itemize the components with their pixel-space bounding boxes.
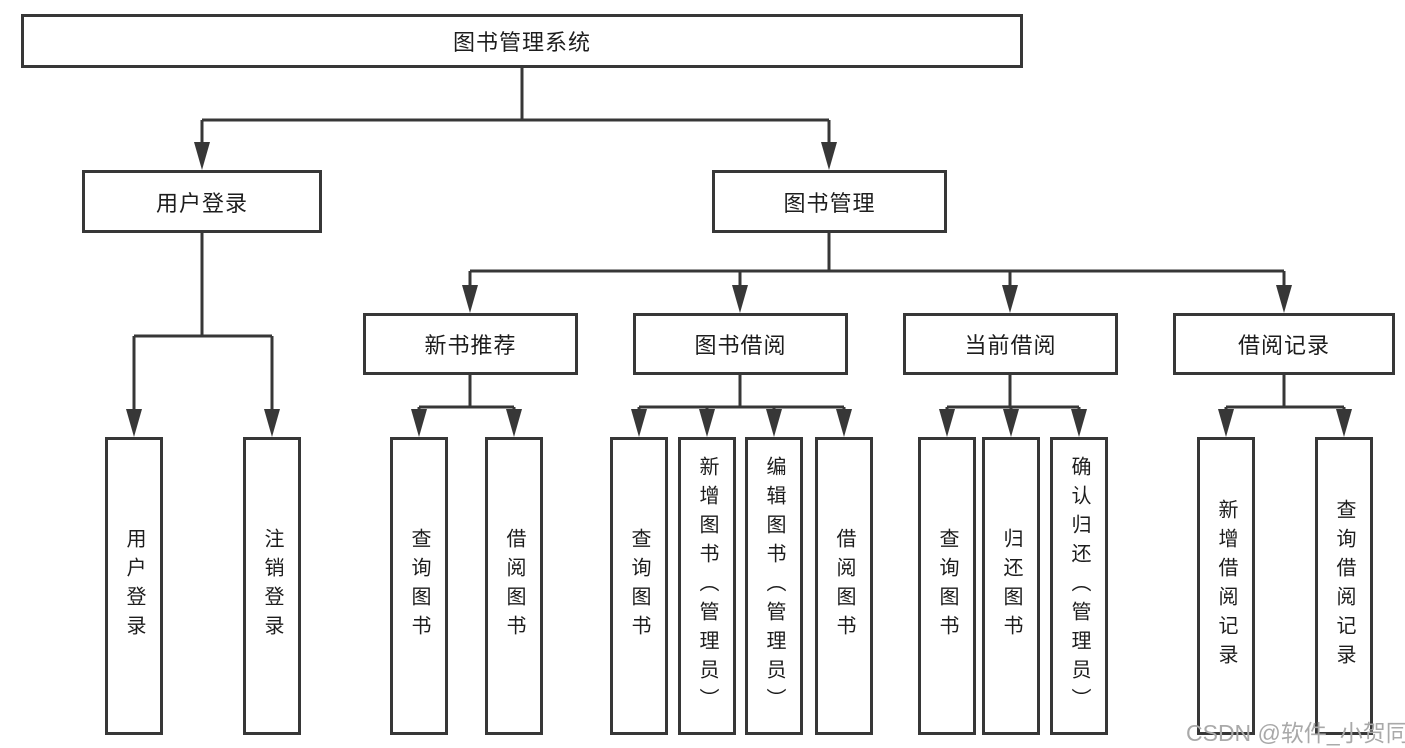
leaf-label: 查询借阅记录 <box>1333 499 1355 673</box>
leaf-br-add-record: 新增借阅记录 <box>1197 437 1255 735</box>
leaf-bb-query-books: 查询图书 <box>610 437 668 735</box>
node-current-borrowing: 当前借阅 <box>903 313 1118 375</box>
node-new-book-recommendation: 新书推荐 <box>363 313 578 375</box>
leaf-cb-return-books: 归还图书 <box>982 437 1040 735</box>
leaf-user-login: 用户登录 <box>105 437 163 735</box>
leaf-label: 借阅图书 <box>503 528 525 644</box>
leaf-label: 借阅图书 <box>833 528 855 644</box>
leaf-nb-borrow-books: 借阅图书 <box>485 437 543 735</box>
node-library-system: 图书管理系统 <box>21 14 1023 68</box>
node-borrowing-records: 借阅记录 <box>1173 313 1395 375</box>
leaf-logout: 注销登录 <box>243 437 301 735</box>
leaf-cb-query-books: 查询图书 <box>918 437 976 735</box>
leaf-label: 查询图书 <box>408 528 430 644</box>
node-user-login: 用户登录 <box>82 170 322 233</box>
node-book-management: 图书管理 <box>712 170 947 233</box>
leaf-br-query-record: 查询借阅记录 <box>1315 437 1373 735</box>
leaf-label: 用户登录 <box>123 528 145 644</box>
leaf-label: 查询图书 <box>628 528 650 644</box>
leaf-label: 新增图书（管理员） <box>696 455 718 717</box>
leaf-label: 查询图书 <box>936 528 958 644</box>
leaf-label: 编辑图书（管理员） <box>763 455 785 717</box>
leaf-label: 注销登录 <box>261 528 283 644</box>
leaf-label: 归还图书 <box>1000 528 1022 644</box>
leaf-bb-add-books-admin: 新增图书（管理员） <box>678 437 736 735</box>
node-book-borrowing: 图书借阅 <box>633 313 848 375</box>
leaf-nb-query-books: 查询图书 <box>390 437 448 735</box>
leaf-label: 确认归还（管理员） <box>1068 455 1090 717</box>
leaf-cb-confirm-return-admin: 确认归还（管理员） <box>1050 437 1108 735</box>
leaf-label: 新增借阅记录 <box>1215 499 1237 673</box>
leaf-bb-edit-books-admin: 编辑图书（管理员） <box>745 437 803 735</box>
watermark: CSDN @软件_小贺同学 <box>1186 720 1405 746</box>
arrowheads <box>126 142 1352 437</box>
leaf-bb-borrow-books: 借阅图书 <box>815 437 873 735</box>
